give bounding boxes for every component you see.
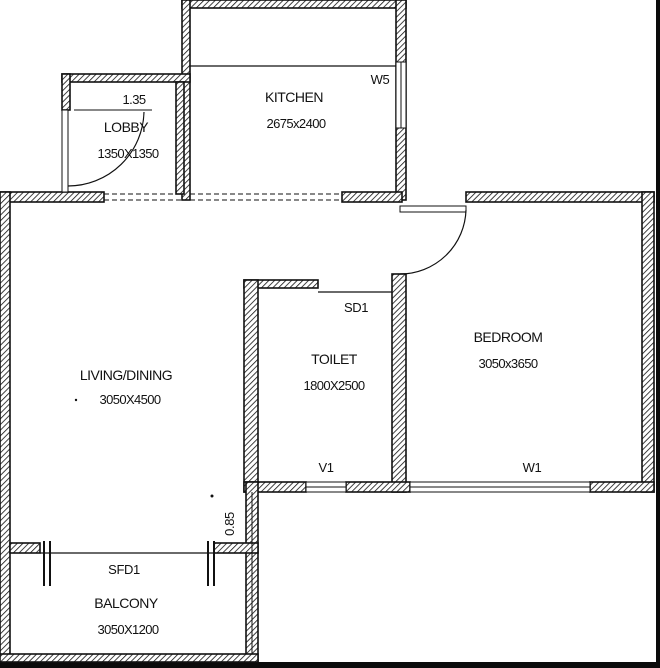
- kitchen-size: 2675x2400: [267, 116, 326, 131]
- lobby-size: 1350X1350: [97, 146, 158, 161]
- bedroom-name: BEDROOM: [474, 329, 543, 345]
- lobby-door-swing: [67, 111, 145, 187]
- bedroom-bottom-wall: [589, 481, 655, 493]
- w5-label: W5: [371, 72, 390, 87]
- balcony-size: 3050X1200: [97, 622, 158, 637]
- toilet-bedroom-partition: [391, 273, 407, 493]
- toilet-left-wall: [243, 279, 259, 493]
- balcony-bottom-wall: [0, 653, 259, 663]
- lobby-width-label: 1.35: [123, 92, 146, 107]
- kitchen-top-wall: [181, 0, 407, 9]
- living-dot: [74, 398, 78, 402]
- w1-label: W1: [523, 460, 542, 475]
- main-top-wall-left: [0, 191, 105, 203]
- balcony-top-stub-left: [9, 542, 41, 554]
- lobby-right-wall: [175, 81, 185, 195]
- openings: [40, 61, 591, 654]
- lobby-left-wall: [61, 73, 71, 111]
- bedroom-door-leaf: [399, 205, 467, 213]
- outer-left-wall: [0, 191, 11, 663]
- balcony-top-stub-right: [213, 542, 259, 554]
- toilet-bottom-wall-right: [345, 481, 411, 493]
- labels: KITCHEN 2675x2400 W5 1.35 LOBBY 1350X135…: [80, 72, 543, 637]
- bedroom-right-wall: [641, 191, 655, 493]
- v1-label: V1: [318, 460, 333, 475]
- living-size: 3050X4500: [99, 392, 160, 407]
- sfd1-left-jamb: [43, 541, 51, 586]
- kitchen-name: KITCHEN: [265, 89, 323, 105]
- toilet-size: 1800X2500: [303, 378, 364, 393]
- lobby-name: LOBBY: [104, 119, 149, 135]
- toilet-name: TOILET: [311, 351, 358, 367]
- balcony-wall-dim: 0.85: [222, 512, 237, 536]
- sfd1-right-jamb: [207, 541, 215, 586]
- balcony-name: BALCONY: [94, 595, 159, 611]
- sd1-label: SD1: [344, 300, 368, 315]
- main-top-wall-right: [465, 191, 655, 203]
- main-top-wall-mid: [341, 191, 403, 203]
- lobby-door-leaf: [61, 109, 69, 193]
- sfd1-label: SFD1: [108, 562, 140, 577]
- balcony-dim-dot: [210, 494, 214, 498]
- living-name: LIVING/DINING: [80, 367, 172, 383]
- bedroom-door-swing: [399, 209, 467, 275]
- bedroom-size: 3050x3650: [479, 356, 538, 371]
- lobby-top-wall: [61, 73, 191, 83]
